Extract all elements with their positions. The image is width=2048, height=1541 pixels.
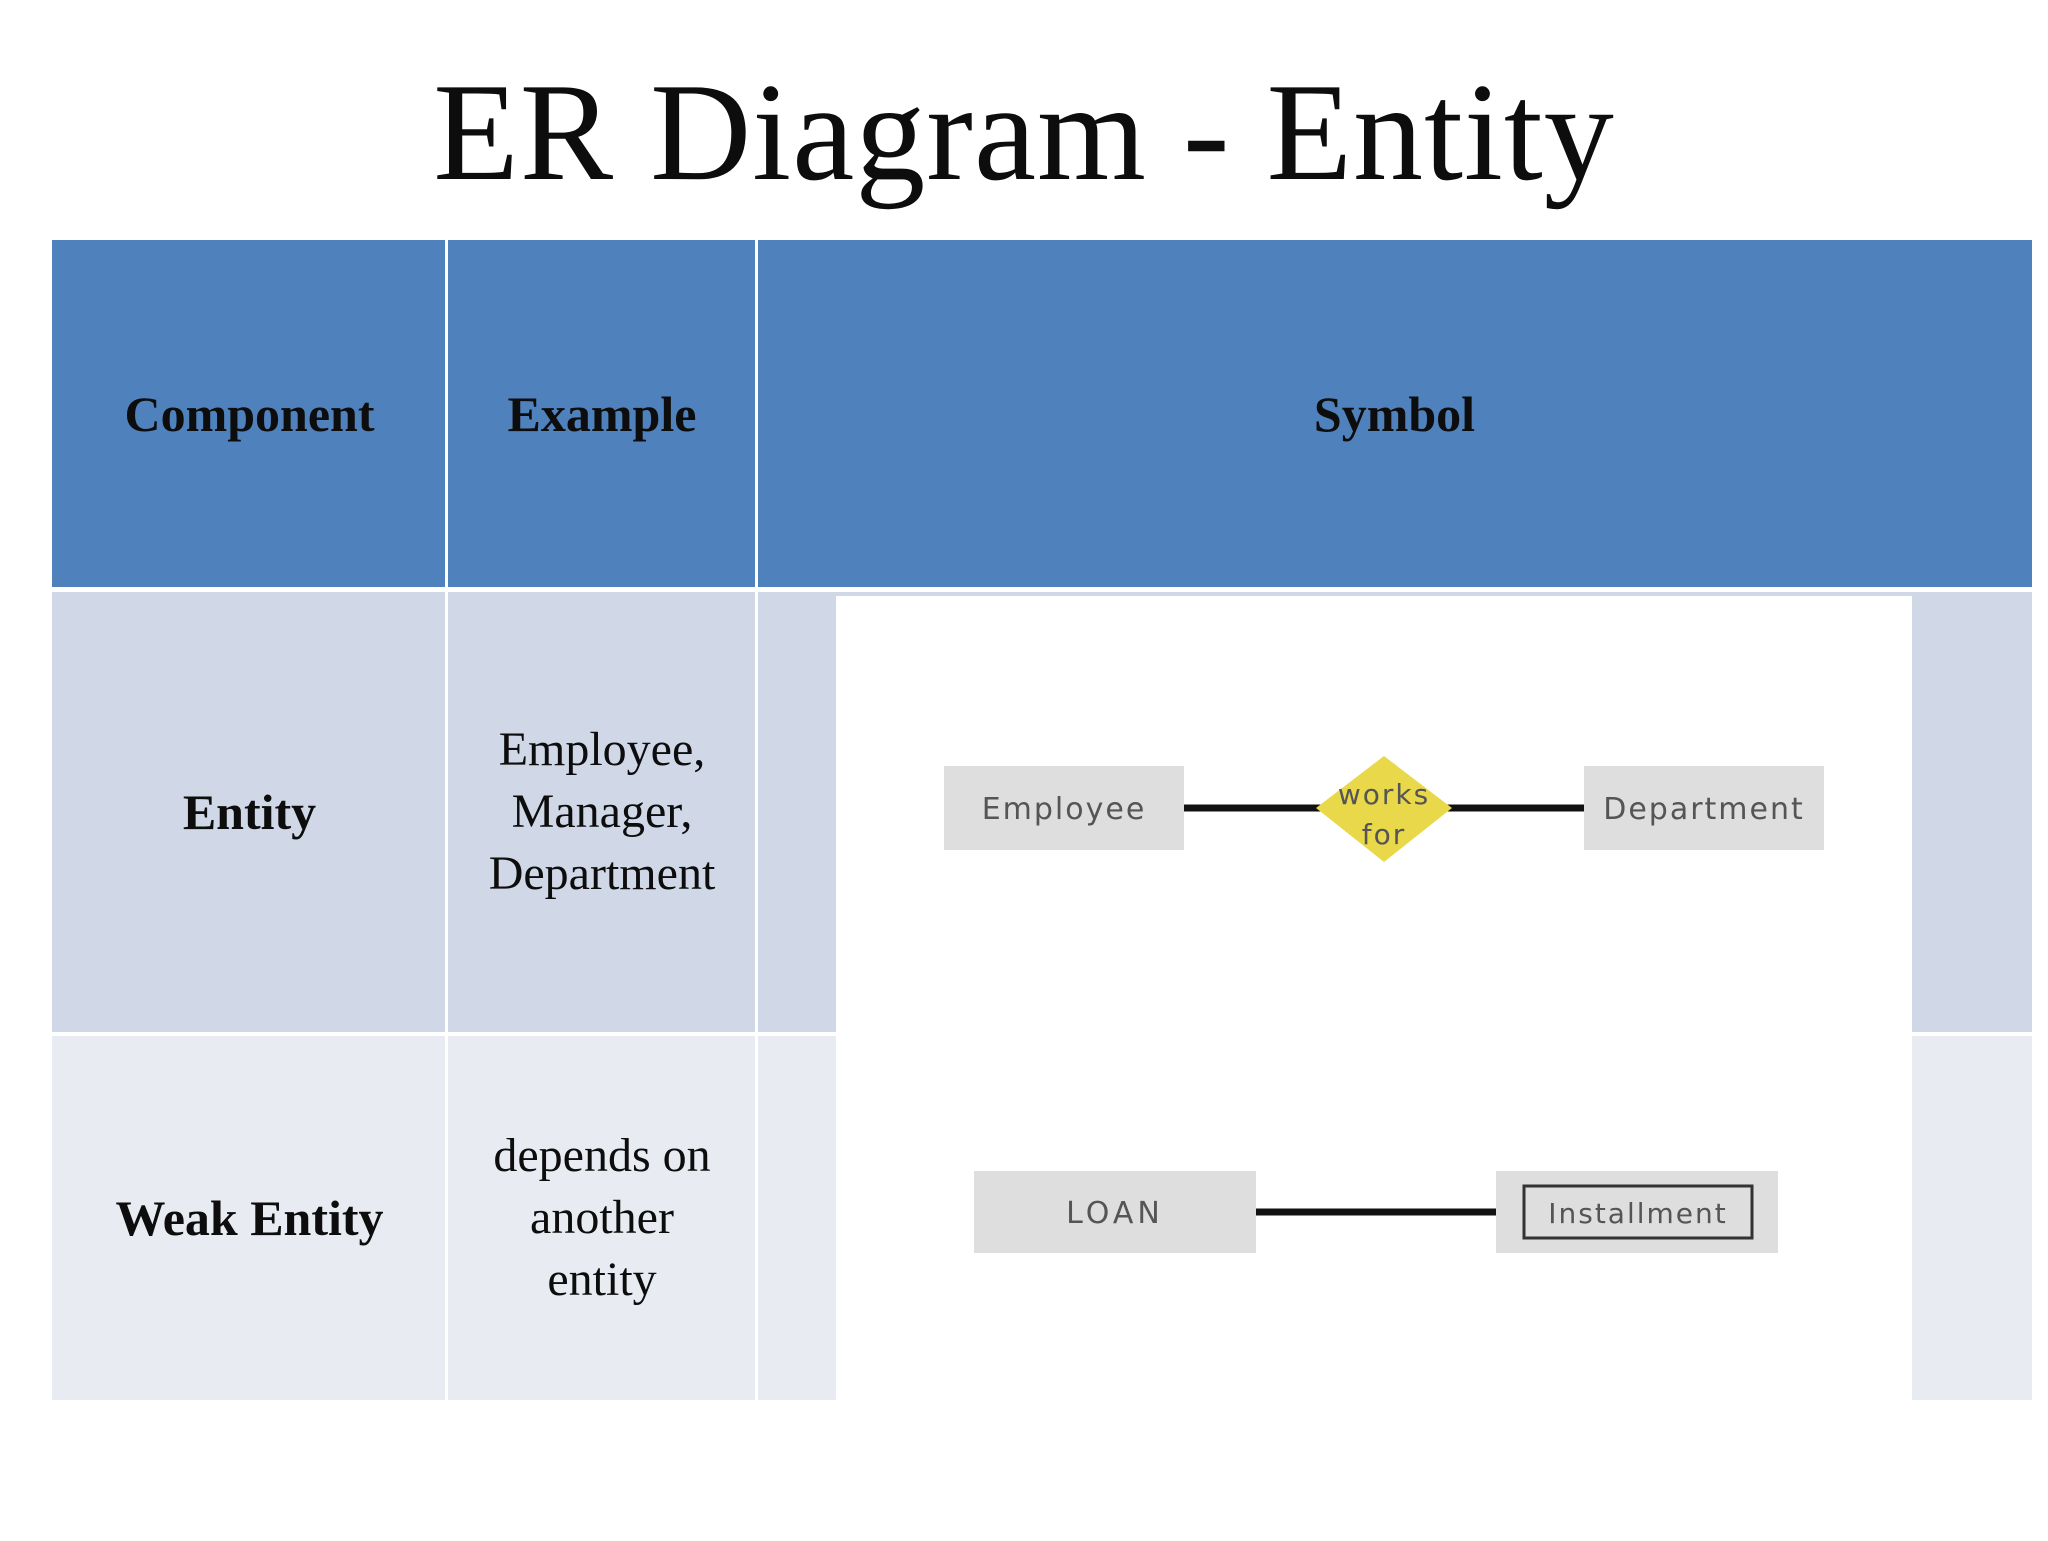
example-line: Department xyxy=(488,847,716,900)
er-symbols-svg: Employee works for Department LOAN Insta… xyxy=(944,756,1824,1253)
row-divider xyxy=(52,587,2032,592)
relationship-label: for xyxy=(1362,818,1407,851)
entity-label: Employee xyxy=(982,792,1147,827)
slide-title: ER Diagram - Entity xyxy=(433,55,1615,210)
row-weak-entity-example: depends on another entity xyxy=(447,1036,757,1400)
example-line: Manager, xyxy=(511,785,693,838)
header-symbol: Symbol xyxy=(757,240,2032,587)
entity-label: Department xyxy=(1603,792,1805,827)
entity-label: LOAN xyxy=(1066,1196,1164,1231)
example-line: entity xyxy=(547,1253,657,1306)
example-line: depends on xyxy=(493,1129,711,1182)
header-component: Component xyxy=(52,240,447,587)
header-example: Example xyxy=(447,240,757,587)
entity-box-employee xyxy=(944,766,1184,850)
entity-label: Installment xyxy=(1548,1197,1728,1230)
relationship-label: works xyxy=(1338,778,1430,811)
entity-relationship-diagram: Employee works for Department xyxy=(944,756,1824,862)
weak-entity-inner-border xyxy=(1522,1184,1754,1240)
relationship-diamond xyxy=(1316,756,1452,862)
example-line: Employee, xyxy=(498,723,706,776)
row-entity-component: Entity xyxy=(52,592,447,1032)
entity-box-department xyxy=(1584,766,1824,850)
column-divider xyxy=(755,240,758,1400)
column-divider xyxy=(445,240,448,1400)
entity-box-loan xyxy=(974,1171,1256,1253)
weak-entity-diagram: LOAN Installment xyxy=(974,1171,1778,1253)
example-line: another xyxy=(530,1191,674,1244)
row-weak-entity-component: Weak Entity xyxy=(52,1036,447,1400)
symbol-image: Employee works for Department LOAN Insta… xyxy=(836,596,1912,1536)
row-entity-example: Employee, Manager, Department xyxy=(447,592,757,1032)
